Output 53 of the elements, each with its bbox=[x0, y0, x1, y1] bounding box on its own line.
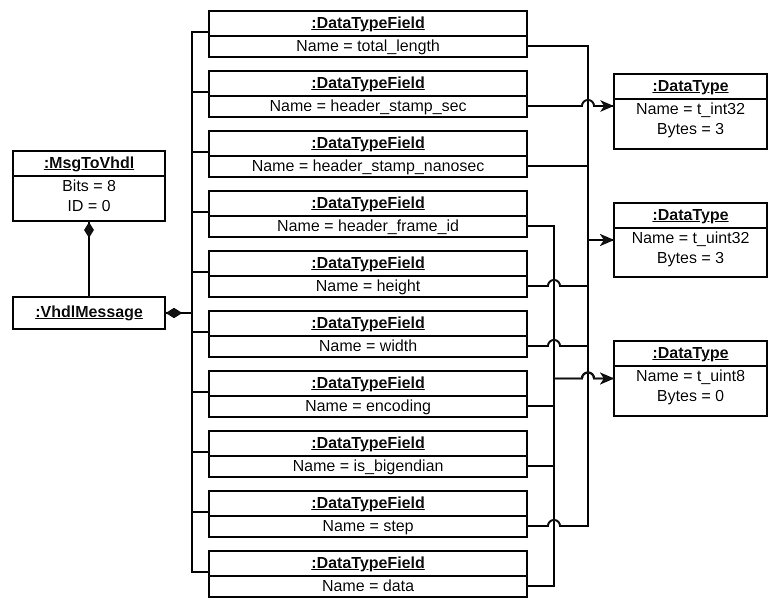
attribute-text: Name = width bbox=[318, 337, 418, 357]
object-box bbox=[12, 150, 166, 222]
attribute-text: Name = encoding bbox=[304, 397, 432, 417]
attribute-text: Bits = 8 bbox=[61, 177, 117, 197]
arrow bbox=[528, 372, 614, 587]
object-box bbox=[613, 202, 768, 278]
object-name: :DataTypeField bbox=[210, 312, 526, 337]
arrow bbox=[528, 99, 614, 112]
composition-line bbox=[84, 222, 94, 296]
object-name: :VhdlMessage bbox=[34, 303, 144, 323]
attribute-text: Name = data bbox=[320, 577, 416, 597]
attribute-text: Name = header_frame_id bbox=[276, 217, 460, 237]
attribute-text: Name = header_stamp_nanosec bbox=[250, 157, 486, 177]
object-box bbox=[613, 340, 768, 417]
attribute-text: Name = total_length bbox=[295, 37, 441, 57]
object-name: :DataType bbox=[615, 204, 766, 229]
object-name: :DataTypeField bbox=[210, 132, 526, 157]
attribute-text: Bytes = 3 bbox=[656, 120, 726, 140]
object-name: :DataTypeField bbox=[210, 372, 526, 397]
attribute-text: ID = 0 bbox=[66, 197, 112, 217]
object-name: :DataTypeField bbox=[210, 72, 526, 97]
object-name: :DataTypeField bbox=[210, 552, 526, 577]
object-box bbox=[208, 70, 528, 118]
attribute-text: Bytes = 3 bbox=[656, 249, 726, 269]
object-box bbox=[208, 10, 528, 58]
attribute-text: Name = is_bigendian bbox=[292, 457, 444, 477]
object-name: :DataTypeField bbox=[210, 192, 526, 217]
object-box bbox=[613, 73, 768, 150]
attribute-text: Bytes = 0 bbox=[656, 387, 726, 407]
attribute-text: Name = t_uint32 bbox=[630, 229, 750, 249]
object-box bbox=[208, 130, 528, 178]
object-name: :DataType bbox=[615, 342, 766, 367]
arrow bbox=[528, 234, 614, 527]
composition-line bbox=[166, 308, 208, 573]
object-box bbox=[208, 370, 528, 418]
object-name: :MsgToVhdl bbox=[14, 152, 164, 177]
object-box bbox=[208, 550, 528, 598]
attribute-text: Name = header_stamp_sec bbox=[268, 97, 468, 117]
object-box bbox=[208, 310, 528, 358]
attribute-text: Name = t_uint8 bbox=[635, 367, 746, 387]
object-name: :DataTypeField bbox=[210, 432, 526, 457]
attribute-text: Name = height bbox=[314, 277, 422, 297]
object-name: :DataTypeField bbox=[210, 12, 526, 37]
object-box bbox=[12, 296, 166, 330]
object-box bbox=[208, 250, 528, 298]
object-box bbox=[208, 430, 528, 478]
attribute-text: Name = step bbox=[321, 517, 415, 537]
attribute-text: Name = t_int32 bbox=[635, 100, 746, 120]
object-box bbox=[208, 190, 528, 238]
object-name: :DataType bbox=[615, 75, 766, 100]
object-name: :DataTypeField bbox=[210, 492, 526, 517]
object-name: :DataTypeField bbox=[210, 252, 526, 277]
object-box bbox=[208, 490, 528, 538]
